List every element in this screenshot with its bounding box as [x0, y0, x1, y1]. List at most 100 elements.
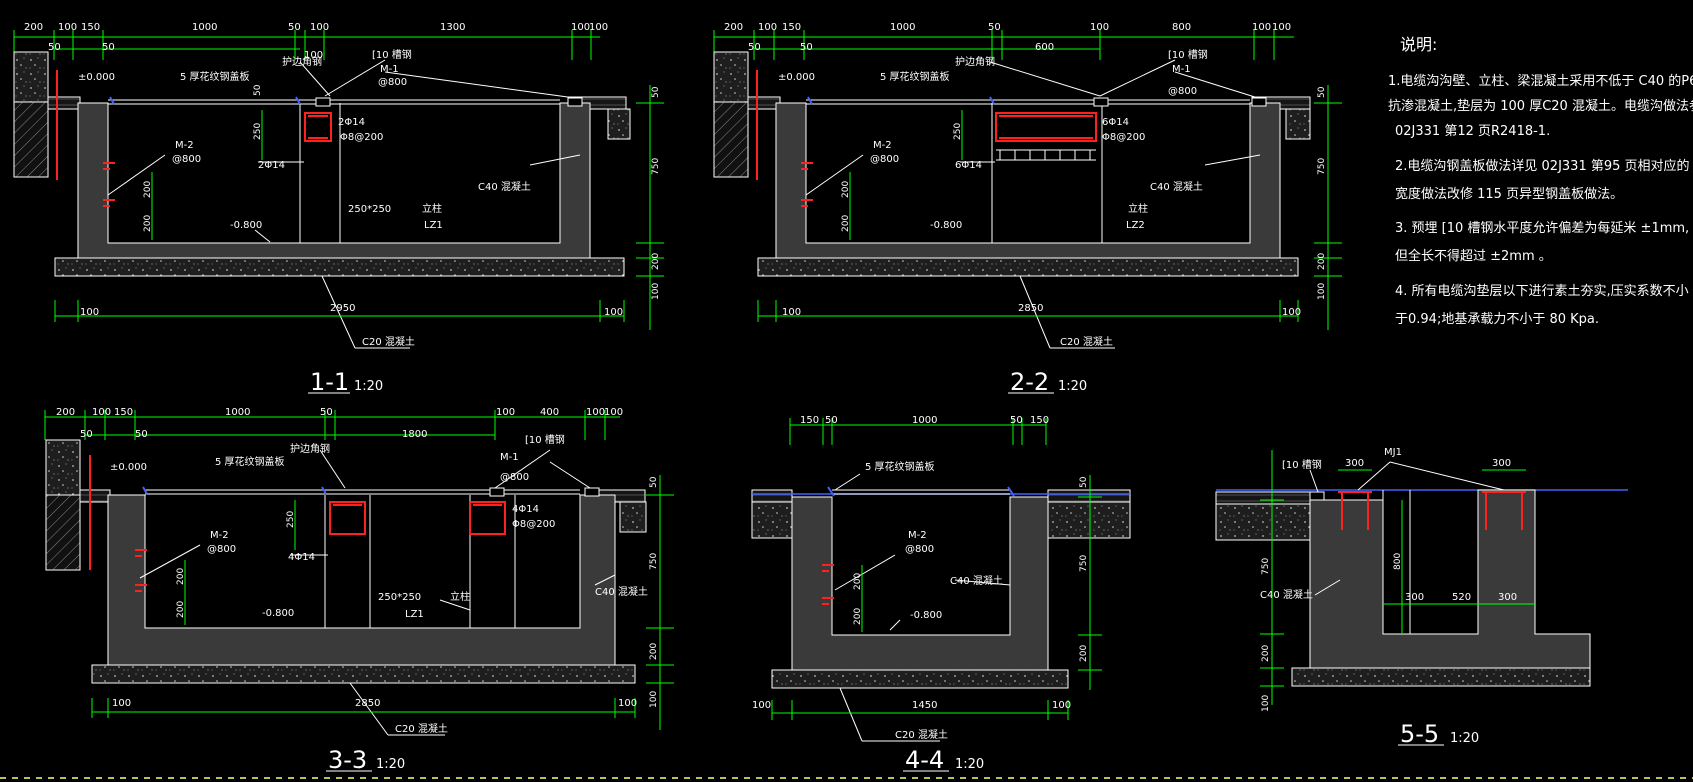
- dim-s2-1: 100: [758, 22, 777, 33]
- bdim-s4-2: 100: [1052, 700, 1071, 711]
- dim-s2-2: 150: [782, 22, 801, 33]
- dim-s2-6: 800: [1172, 22, 1191, 33]
- sdim-s4-2: 200: [1079, 645, 1089, 662]
- sdim-s4-0: 50: [1079, 476, 1089, 488]
- cover-plate-s1: 5 厚花纹钢盖板: [180, 70, 250, 83]
- pavement-left: [751, 489, 793, 503]
- column-label-s3: 立柱: [450, 590, 470, 603]
- dim-s2-5: 100: [1090, 22, 1109, 33]
- existing-wall-top: [13, 51, 49, 103]
- elev-bottom-s2: -0.800: [930, 220, 962, 231]
- notes-heading: 说明:: [1400, 35, 1437, 54]
- dim-s2-8: 100: [1272, 22, 1291, 33]
- m2-spacing-s1: @800: [172, 154, 201, 165]
- dim-s1-sub2: 100: [304, 50, 323, 61]
- dim-s2-4: 50: [988, 22, 1001, 33]
- dim-s4-3: 50: [1010, 415, 1023, 426]
- concrete-base-s2: C20 混凝土: [1060, 335, 1113, 348]
- title-s5: 5-5: [1400, 720, 1439, 748]
- trench-body: [77, 102, 591, 259]
- dim-s1-5: 100: [310, 22, 329, 33]
- wdim-s3-2: 250: [286, 511, 296, 528]
- column-label-s2: 立柱: [1128, 202, 1148, 215]
- concrete-wall-s1: C40 混凝土: [478, 180, 531, 193]
- concrete-base-s4: C20 混凝土: [895, 728, 948, 741]
- note-line-7: 4. 所有电缆沟垫层以下进行素土夯实,压实系数不小: [1395, 283, 1689, 299]
- soil-right: [1285, 108, 1311, 140]
- dim-s3-5: 100: [496, 407, 515, 418]
- height-s5: 800: [1393, 553, 1403, 570]
- wdim-s4-1: 200: [853, 608, 863, 625]
- tdim-s5-1: 300: [1492, 458, 1511, 469]
- wdim-s1-3: 50: [253, 84, 263, 96]
- trench-body: [791, 496, 1049, 671]
- cover-plate-s4: 5 厚花纹钢盖板: [865, 460, 935, 473]
- trench-body: [775, 102, 1281, 259]
- dim-s4-4: 150: [1030, 415, 1049, 426]
- bdim-s3-2: 100: [618, 698, 637, 709]
- angle-steel-s1: 护边角钢: [282, 55, 322, 68]
- dim-s1-7: 100: [571, 22, 590, 33]
- dim-s3-sub0: 50: [80, 429, 93, 440]
- angle-steel-s3: 护边角钢: [290, 442, 330, 455]
- channel-s2: [10 槽钢: [1168, 48, 1208, 61]
- notes-block: 说明: 1.电缆沟沟壁、立柱、梁混凝土采用不低于 C40 的P6 抗渗混凝土,垫…: [1388, 35, 1693, 327]
- existing-wall-top: [713, 51, 749, 103]
- pavement-left: [747, 96, 781, 110]
- sdim-s2-2: 200: [1317, 253, 1327, 270]
- dim-s3-2: 150: [114, 407, 133, 418]
- column-id-s1: LZ1: [424, 220, 443, 231]
- bdim-s2-1: 2850: [1018, 303, 1043, 314]
- stirrup-s1: Φ8@200: [340, 132, 383, 143]
- elev-top-s3: ±0.000: [110, 462, 147, 473]
- dim-s1-3: 1000: [192, 22, 217, 33]
- sdim-s1-3: 100: [651, 283, 661, 300]
- sdim-s3-2: 200: [649, 643, 659, 660]
- m2-s1: M-2: [175, 140, 194, 151]
- bdim-s4-0: 100: [752, 700, 771, 711]
- sdim-s5-2: 100: [1261, 695, 1271, 712]
- sdim-s5-1: 200: [1261, 645, 1271, 662]
- dim-s1-8: 100: [589, 22, 608, 33]
- title-s3: 3-3: [328, 746, 367, 774]
- sdim-s3-1: 750: [649, 553, 659, 570]
- channel-s3: [10 槽钢: [525, 433, 565, 446]
- sdim-s4-1: 750: [1079, 555, 1089, 572]
- m1-spacing-s1: @800: [378, 77, 407, 88]
- m1-spacing-s2: @800: [1168, 86, 1197, 97]
- m2-spacing-s2: @800: [870, 154, 899, 165]
- dim-s3-4: 50: [320, 407, 333, 418]
- pavement-left: [1215, 491, 1311, 505]
- section-3-3: 200 100 150 1000 50 100 400 100 100 50 5…: [44, 407, 674, 774]
- m1-spacing-s3: @800: [500, 472, 529, 483]
- title-s1: 1-1: [310, 368, 349, 396]
- dim-s4-1: 50: [825, 415, 838, 426]
- sdim-s1-1: 750: [651, 158, 661, 175]
- sdim-s5-0: 750: [1261, 558, 1271, 575]
- mdim-s5-0: 300: [1405, 592, 1424, 603]
- mdim-s5-1: 520: [1452, 592, 1471, 603]
- title-s2: 2-2: [1010, 368, 1049, 396]
- bdim-s3-0: 100: [112, 698, 131, 709]
- section-2-2: 200 100 150 1000 50 100 800 100 100 50 5…: [713, 22, 1342, 396]
- elev-top-s1: ±0.000: [78, 72, 115, 83]
- stirrup-s2: Φ8@200: [1102, 132, 1145, 143]
- column-s3: 250*250: [378, 592, 421, 603]
- mdim-s5-2: 300: [1498, 592, 1517, 603]
- scale-s4: 1:20: [955, 757, 984, 772]
- angle-steel-s2: 护边角钢: [955, 55, 995, 68]
- pavement-left: [47, 96, 81, 110]
- soil-left: [751, 501, 793, 539]
- dim-s1-6: 1300: [440, 22, 465, 33]
- cover-plate-s2: 5 厚花纹钢盖板: [880, 70, 950, 83]
- concrete-wall-s2: C40 混凝土: [1150, 180, 1203, 193]
- m2-s2: M-2: [873, 140, 892, 151]
- concrete-wall-s3: C40 混凝土: [595, 585, 648, 598]
- m1-s3: M-1: [500, 452, 519, 463]
- wdim-s3-1: 200: [176, 601, 186, 618]
- scale-s1: 1:20: [354, 379, 383, 394]
- elev-bottom-s3: -0.800: [262, 608, 294, 619]
- section-4-4: 150 50 1000 50 150 5 厚花纹钢盖板 M-2 @800 -0.…: [751, 415, 1131, 774]
- bdim-s1-0: 100: [80, 307, 99, 318]
